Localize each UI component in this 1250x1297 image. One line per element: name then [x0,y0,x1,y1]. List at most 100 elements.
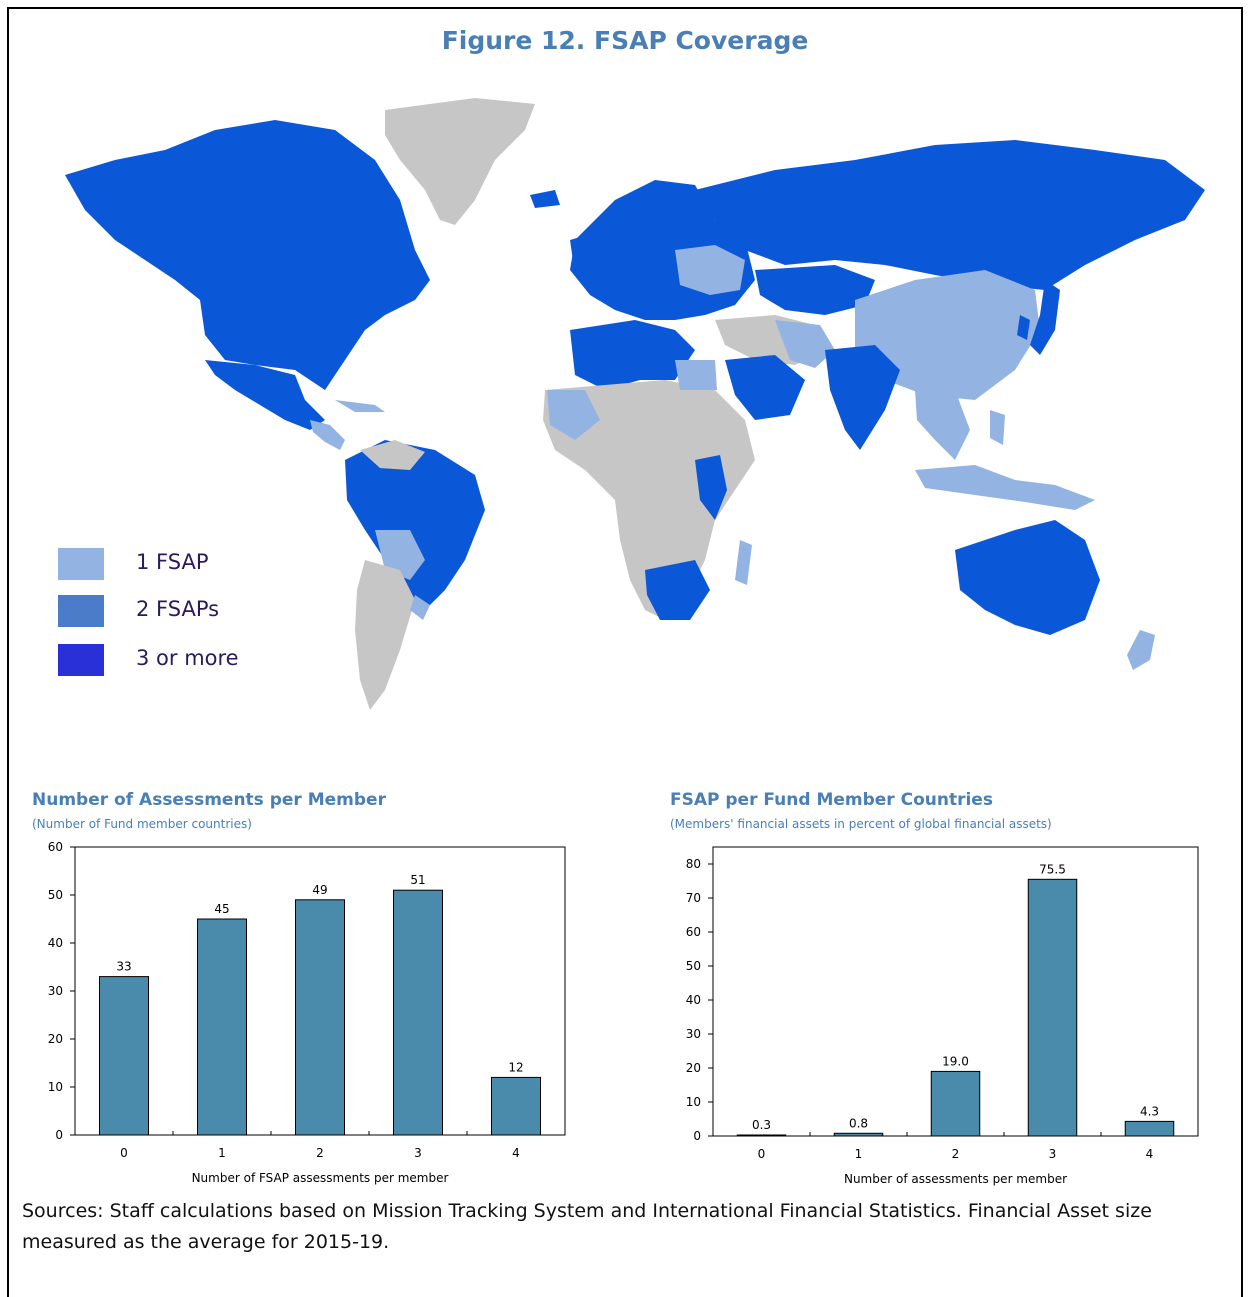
x-axis-label: Number of assessments per member [844,1172,1067,1186]
legend-item-1-fsap: 1 FSAP [58,548,318,582]
sources-note: Sources: Staff calculations based on Mis… [22,1200,1152,1253]
north-america [65,120,430,390]
indonesia [915,465,1095,510]
y-tick-label: 80 [686,857,701,871]
y-tick-label: 30 [48,984,63,998]
bar [736,1134,787,1137]
bar [833,1132,884,1137]
x-tick-label: 2 [952,1147,960,1161]
east-africa [695,455,727,520]
y-tick-label: 60 [48,840,63,854]
russia [695,140,1205,290]
legend-label: 3 or more [136,646,239,670]
data-label: 4.3 [1140,1104,1159,1118]
y-tick-label: 40 [48,936,63,950]
legend-label: 1 FSAP [136,550,209,574]
world-map-svg [65,98,1205,710]
world-map [55,90,1210,730]
india [825,345,900,450]
x-tick-label: 1 [218,1146,226,1160]
legend-swatch [58,548,104,580]
africa [543,380,755,620]
eastern-europe [675,245,745,295]
y-tick-label: 30 [686,1027,701,1041]
bar [393,889,443,1136]
x-tick-label: 3 [414,1146,422,1160]
legend-swatch [58,595,104,627]
data-label: 45 [214,902,229,916]
x-tick-label: 1 [855,1147,863,1161]
chart-left-title: Number of Assessments per Member [32,790,386,810]
north-africa [570,320,695,390]
bar [295,899,345,1136]
bar [1027,878,1078,1137]
y-tick-label: 50 [686,959,701,973]
y-tick-label: 0 [693,1129,701,1143]
south-america-north [345,440,485,610]
saudi-arabia [725,355,805,420]
legend-item-3-or-more: 3 or more [58,644,318,678]
data-label: 33 [116,960,131,974]
egypt [675,360,717,390]
x-tick-label: 0 [758,1147,766,1161]
y-tick-label: 50 [48,888,63,902]
x-tick-label: 2 [316,1146,324,1160]
x-axis-label: Number of FSAP assessments per member [192,1171,449,1185]
chart-right: 0 10 20 30 40 50 60 70 80 0.3 0 0.8 1 19.0 2 75.5 3 4.3 4N… [686,846,1199,1186]
legend-label: 2 FSAPs [136,597,220,621]
uruguay [410,595,430,620]
chart-left-subtitle: (Number of Fund member countries) [32,817,252,831]
y-tick-label: 10 [48,1080,63,1094]
madagascar [735,540,752,585]
greenland [385,98,535,225]
data-label: 12 [508,1060,523,1074]
central-america [310,420,345,450]
mexico [205,360,325,430]
philippines [990,410,1005,445]
data-label: 49 [312,883,327,897]
australia [955,520,1100,635]
korea [1017,315,1030,340]
central-asia [755,265,875,315]
caribbean [335,400,385,412]
y-tick-label: 0 [55,1128,63,1142]
y-tick-label: 20 [686,1061,701,1075]
bar [99,976,149,1136]
chart-right-subtitle: (Members' financial assets in percent of… [670,817,1052,831]
y-tick-label: 70 [686,891,701,905]
legend-item-2-fsaps: 2 FSAPs [58,595,318,629]
figure-title: Figure 12. FSAP Coverage [441,26,809,55]
figure-frame [7,7,1243,1297]
southeast-asia [915,390,970,460]
iceland [530,190,560,208]
china [855,270,1040,400]
data-label: 75.5 [1039,862,1066,876]
japan [1030,280,1060,355]
uk [570,235,590,275]
chart-right-title: FSAP per Fund Member Countries [670,790,993,810]
legend-swatch [58,644,104,676]
argentina-chile [355,560,415,710]
bar [197,918,247,1136]
y-tick-label: 60 [686,925,701,939]
data-label: 51 [410,873,425,887]
y-tick-label: 40 [686,993,701,1007]
x-tick-label: 4 [1146,1147,1154,1161]
x-tick-label: 3 [1049,1147,1057,1161]
bar [930,1070,981,1137]
west-africa [547,390,600,440]
x-tick-label: 0 [120,1146,128,1160]
y-tick-label: 20 [48,1032,63,1046]
x-tick-label: 4 [512,1146,520,1160]
data-label: 0.3 [752,1118,771,1132]
iran [775,320,835,368]
data-label: 0.8 [849,1116,868,1130]
bar [491,1076,541,1136]
southern-africa [645,560,710,620]
bar [1124,1120,1175,1137]
data-label: 19.0 [942,1054,969,1068]
new-zealand [1127,630,1155,670]
venezuela-colombia [360,440,425,470]
y-tick-label: 10 [686,1095,701,1109]
